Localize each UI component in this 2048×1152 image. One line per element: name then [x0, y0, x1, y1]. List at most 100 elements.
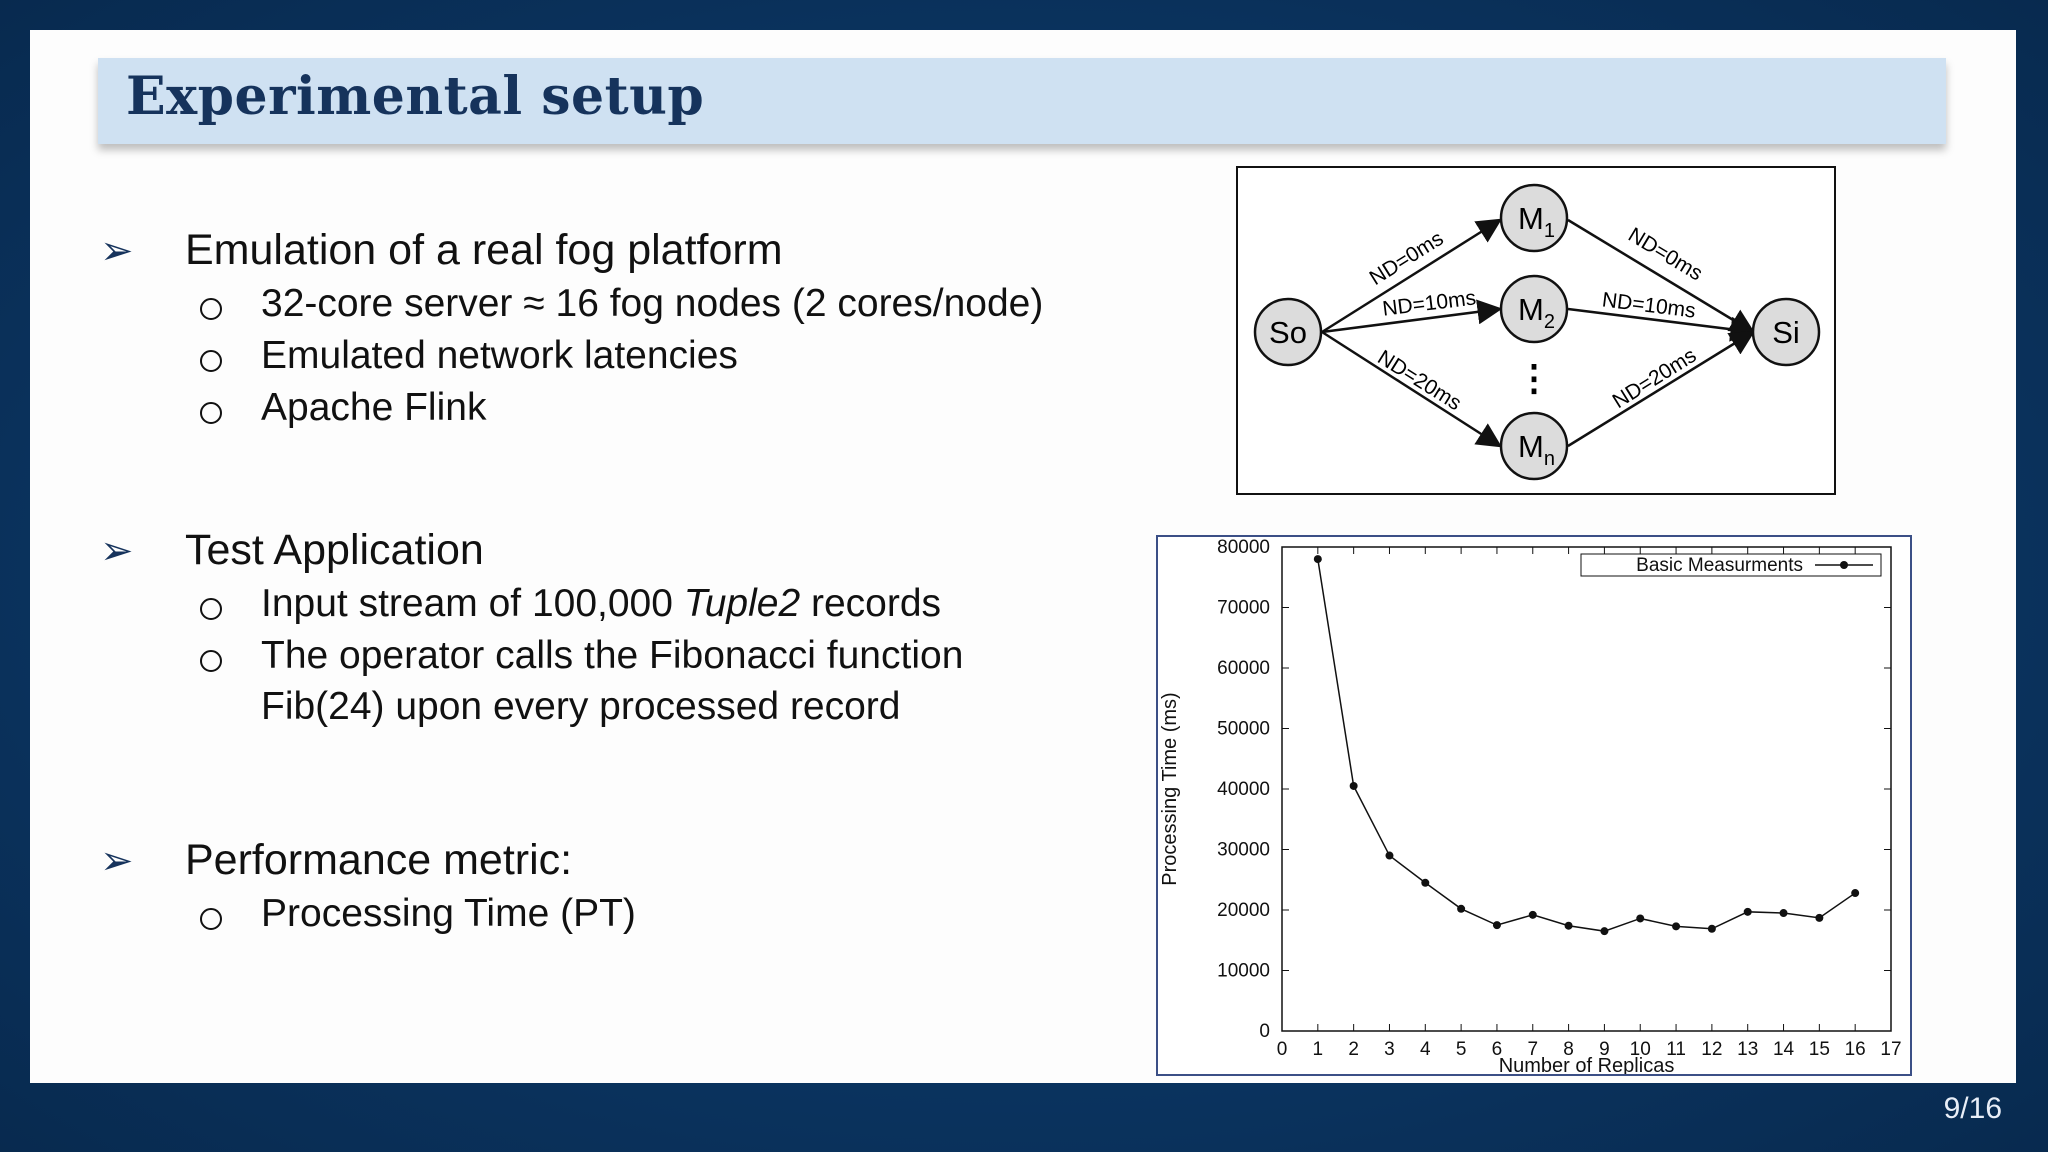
bullet-emulation: Emulation of a real fog platform	[185, 226, 783, 274]
sub-bullet-latencies: Emulated network latencies	[261, 334, 738, 377]
x-tick-label: 16	[1845, 1039, 1866, 1060]
hollow-circle-icon	[200, 650, 222, 672]
x-tick-label: 14	[1773, 1039, 1795, 1060]
topology-diagram: So Si M1 M2 Mn ⋮ ND=0ms ND=10ms ND=20ms …	[1236, 166, 1836, 495]
y-tick-label: 80000	[1217, 537, 1270, 558]
edge-label-m2-si: ND=10ms	[1601, 288, 1697, 322]
node-m1-label: M1	[1518, 201, 1555, 242]
node-mn	[1499, 411, 1569, 481]
node-m2	[1499, 274, 1569, 344]
hollow-circle-icon	[200, 598, 222, 620]
arrowhead-icon: ➢	[100, 229, 134, 273]
edge-m1-si	[1567, 218, 1756, 334]
x-axis-label: Number of Replicas	[1499, 1055, 1675, 1074]
node-ellipsis: ⋮	[1516, 357, 1552, 398]
node-m1	[1499, 183, 1569, 253]
edge-mn-si	[1567, 330, 1756, 448]
node-m2-label: M2	[1518, 292, 1555, 333]
plot-frame	[1281, 546, 1892, 1032]
sub-bullet-input-em: Tuple2	[683, 582, 801, 625]
node-so	[1253, 297, 1323, 367]
x-tick-label: 9	[1599, 1039, 1610, 1060]
x-tick-label: 7	[1527, 1039, 1538, 1060]
x-tick-label: 1	[1313, 1039, 1324, 1060]
x-tick-label: 3	[1384, 1039, 1395, 1060]
series-line	[1317, 558, 1856, 932]
y-tick-label: 30000	[1217, 840, 1270, 861]
x-tick-label: 0	[1277, 1039, 1288, 1060]
sub-bullet-input-pre: Input stream of 100,000	[261, 582, 684, 625]
data-point	[1815, 913, 1824, 922]
data-point	[1779, 909, 1788, 918]
hollow-circle-icon	[200, 350, 222, 372]
sub-bullet-operator-cont: Fib(24) upon every processed record	[261, 685, 901, 728]
edge-label-m1-si: ND=0ms	[1624, 223, 1706, 285]
edge-so-mn	[1321, 330, 1503, 448]
page-number: 9/16	[1943, 1092, 2002, 1125]
y-tick-label: 50000	[1217, 719, 1270, 740]
node-mn-label-sub: n	[1544, 448, 1555, 470]
x-tick-label: 11	[1666, 1039, 1686, 1060]
data-point	[1707, 924, 1716, 933]
sub-bullet-operator: The operator calls the Fibonacci functio…	[261, 634, 964, 677]
bullet-test-application: Test Application	[185, 526, 484, 574]
data-point	[1349, 781, 1358, 790]
x-tick-label: 10	[1630, 1039, 1651, 1060]
y-tick-label: 0	[1259, 1021, 1270, 1042]
data-point	[1457, 904, 1466, 913]
y-tick-label: 60000	[1217, 658, 1270, 679]
sub-bullet-flink: Apache Flink	[261, 386, 487, 429]
node-m2-label-sub: 2	[1544, 311, 1555, 333]
bullet-performance-metric: Performance metric:	[185, 836, 573, 884]
hollow-circle-icon	[200, 908, 222, 930]
x-tick-label: 17	[1880, 1039, 1901, 1060]
edge-label-so-m1: ND=0ms	[1366, 227, 1448, 290]
data-point	[1528, 910, 1537, 919]
hollow-circle-icon	[200, 298, 222, 320]
edge-label-so-mn: ND=20ms	[1374, 346, 1466, 415]
x-tick-label: 6	[1492, 1039, 1503, 1060]
arrowhead-icon: ➢	[100, 529, 134, 573]
x-tick-label: 8	[1563, 1039, 1574, 1060]
y-tick-label: 40000	[1217, 779, 1270, 800]
slide: Experimental setup ➢ Emulation of a real…	[30, 30, 2016, 1083]
y-axis-label: Processing Time (ms)	[1159, 692, 1181, 885]
sub-bullet-server: 32-core server ≈ 16 fog nodes (2 cores/n…	[261, 282, 1044, 325]
data-point	[1743, 907, 1752, 916]
data-point	[1492, 921, 1501, 930]
topology-svg: So Si M1 M2 Mn ⋮ ND=0ms ND=10ms ND=20ms …	[1253, 183, 1821, 481]
hollow-circle-icon	[200, 402, 222, 424]
edge-so-m2	[1321, 299, 1503, 334]
sub-bullet-input-stream: Input stream of 100,000 Tuple2 records	[261, 582, 941, 626]
data-point	[1851, 889, 1860, 898]
node-so-label: So	[1269, 315, 1307, 350]
data-point	[1672, 922, 1681, 931]
data-point	[1385, 851, 1394, 860]
x-tick-label: 5	[1456, 1039, 1467, 1060]
sub-bullet-processing-time: Processing Time (PT)	[261, 892, 636, 935]
node-mn-label: Mn	[1518, 429, 1555, 470]
data-point	[1600, 927, 1609, 936]
page-title: Experimental setup	[126, 66, 705, 127]
edge-label-mn-si: ND=20ms	[1609, 344, 1701, 413]
x-tick-label: 13	[1737, 1039, 1758, 1060]
legend-label: Basic Measurments	[1636, 555, 1803, 576]
y-tick-label: 20000	[1217, 900, 1270, 921]
node-m1-label-main: M	[1518, 201, 1544, 236]
x-tick-label: 15	[1809, 1039, 1830, 1060]
sub-bullet-input-post: records	[800, 582, 942, 625]
data-point	[1313, 555, 1322, 564]
data-point	[1564, 921, 1573, 930]
legend-box	[1580, 553, 1882, 577]
node-m2-label-main: M	[1518, 292, 1544, 327]
edge-m2-si	[1567, 307, 1756, 342]
legend-marker	[1840, 561, 1848, 569]
title-bar: Experimental setup	[98, 58, 1946, 144]
x-tick-label: 12	[1701, 1039, 1722, 1060]
edge-label-so-m2: ND=10ms	[1381, 286, 1477, 320]
arrowhead-icon: ➢	[100, 839, 134, 883]
edge-so-m1	[1321, 218, 1503, 334]
y-tick-label: 70000	[1217, 598, 1270, 619]
